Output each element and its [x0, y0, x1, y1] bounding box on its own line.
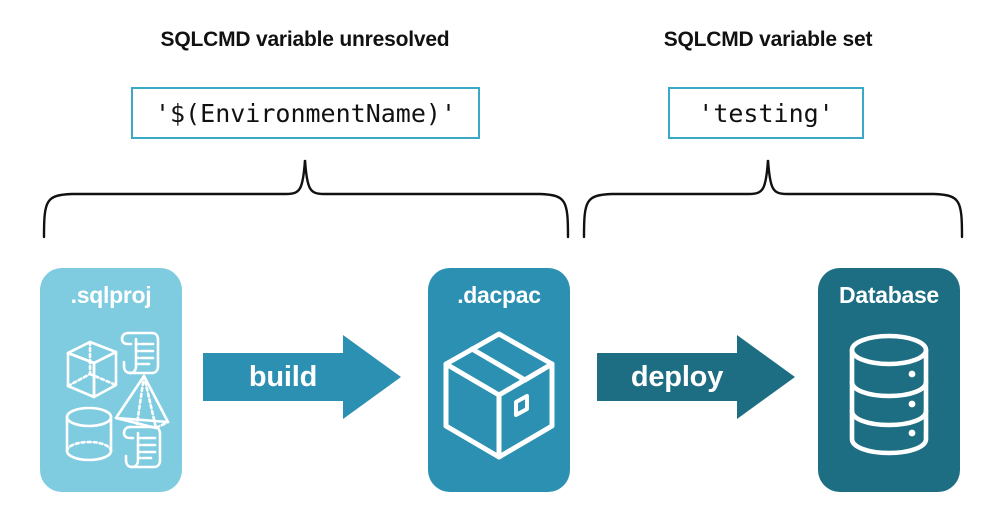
sql-project-shapes-icon	[65, 331, 170, 469]
arrow-deploy: deploy	[597, 335, 795, 419]
group-title-right: SQLCMD variable set	[663, 28, 873, 51]
package-box-icon	[443, 331, 555, 460]
stage-dacpac-label: .dacpac	[457, 282, 541, 308]
arrow-build: build	[203, 335, 401, 419]
database-cylinder-icon	[849, 333, 929, 456]
stage-database: Database	[818, 268, 960, 492]
code-box-set: 'testing'	[668, 87, 864, 139]
brace-right-icon	[582, 159, 964, 239]
stage-database-label: Database	[839, 282, 939, 308]
brace-left-icon	[42, 159, 570, 239]
arrow-deploy-icon	[597, 335, 795, 419]
code-box-unresolved: '$(EnvironmentName)'	[131, 87, 480, 139]
stage-sqlproj: .sqlproj	[40, 268, 182, 492]
arrow-build-icon	[203, 335, 401, 419]
group-title-left: SQLCMD variable unresolved	[160, 28, 450, 51]
stage-dacpac: .dacpac	[428, 268, 570, 492]
stage-sqlproj-label: .sqlproj	[70, 282, 152, 308]
